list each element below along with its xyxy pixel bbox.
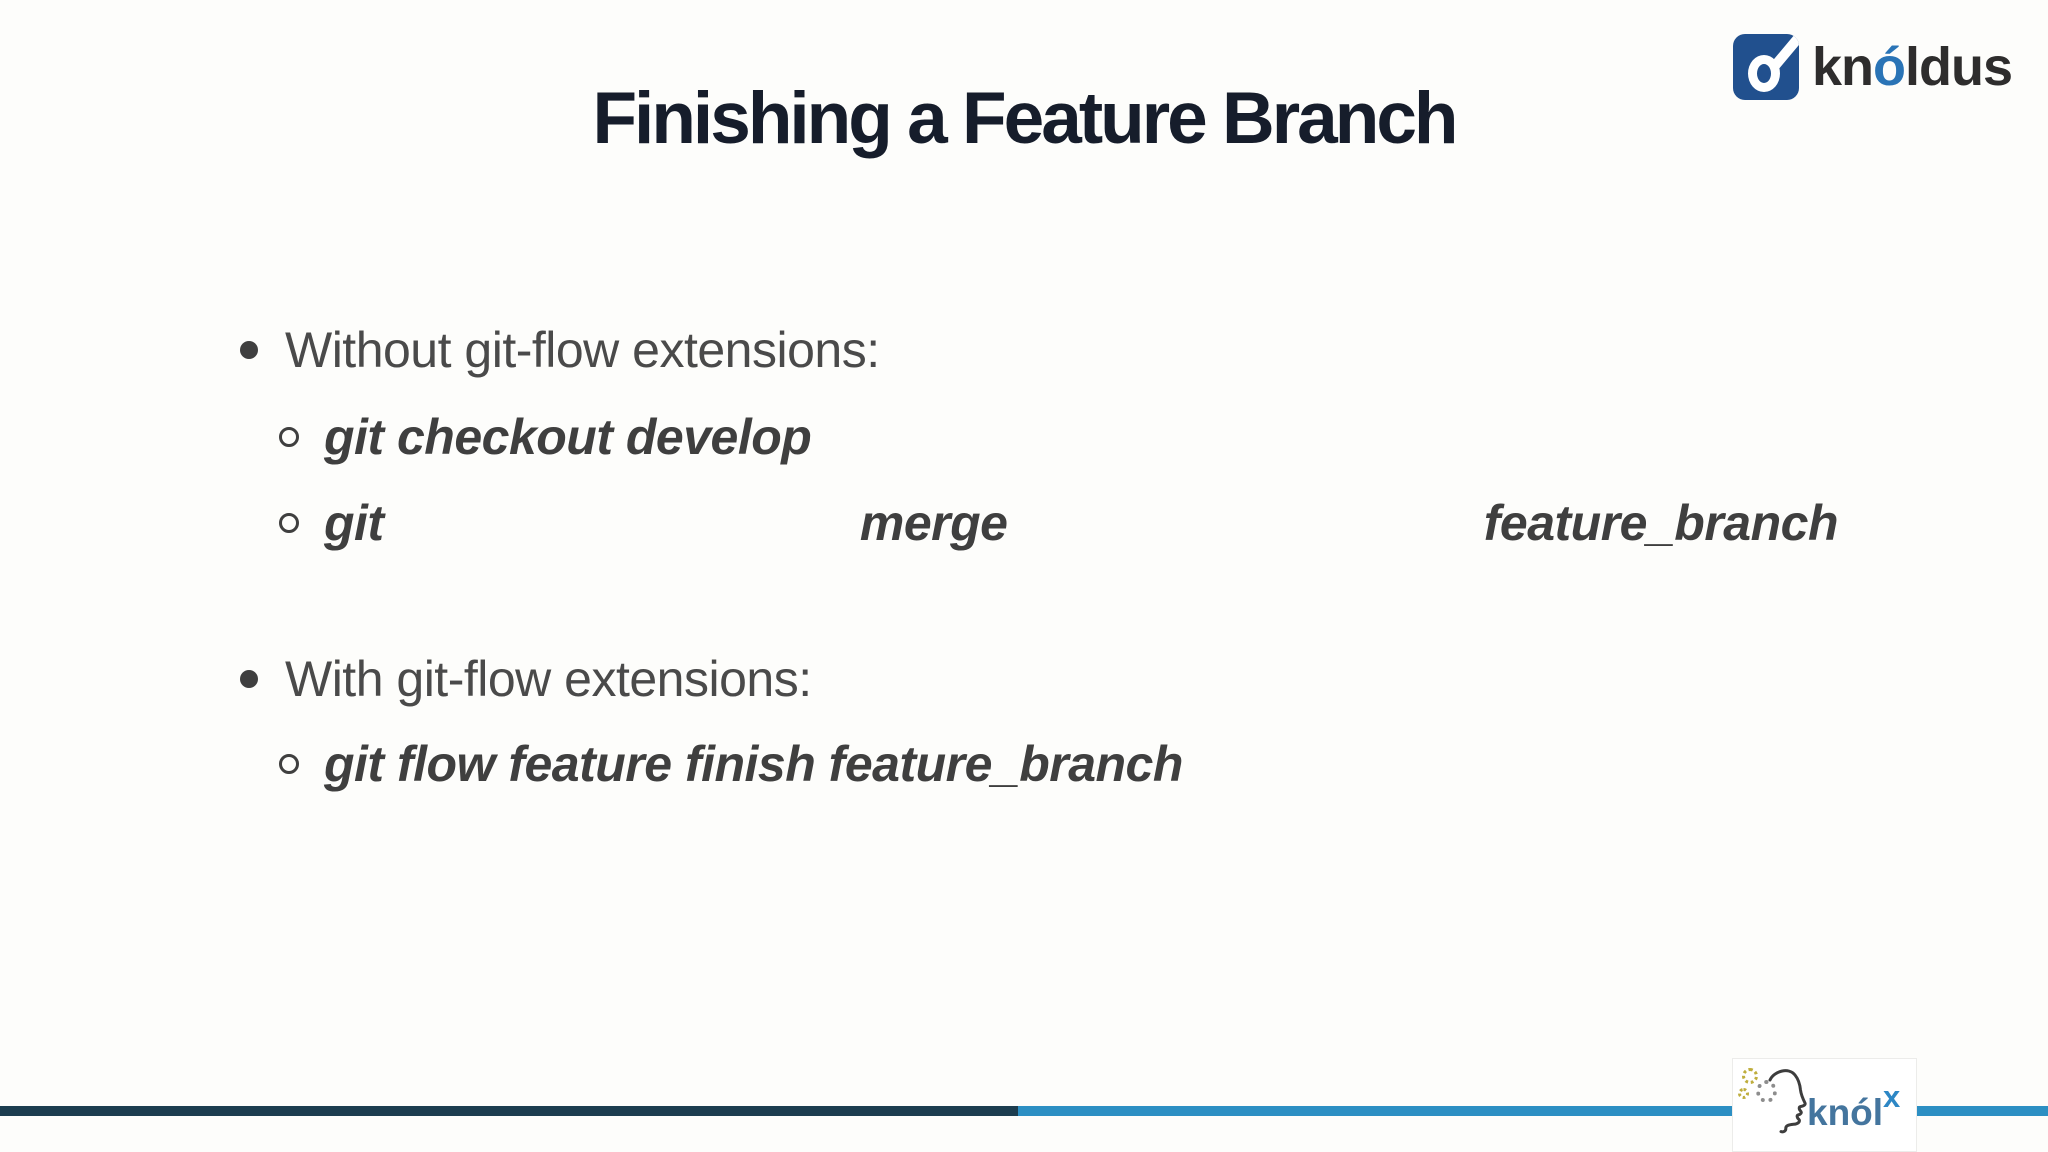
sub-bullet-circle-icon [279,427,299,447]
bullet-dot-icon [240,341,258,359]
footer-bar-dark [0,1106,1018,1116]
knoldus-wordmark: knóldus [1812,34,2013,100]
knoldus-logo-icon [1733,34,1799,100]
bullet-text: With git-flow extensions: [285,651,812,707]
justified-command-line: git merge feature_branch [324,480,1839,566]
sub-bullet-git-checkout: git checkout develop [0,394,2048,480]
sub-bullet-git-merge: git merge feature_branch [0,480,2048,566]
sub-bullet-git-flow-finish: git flow feature finish feature_branch [0,721,2048,807]
command-word-git: git [324,495,384,551]
sub-bullet-text: git checkout develop [324,409,812,465]
bullet-item-without-gitflow: Without git-flow extensions: [0,307,2048,393]
command-word-merge: merge [859,495,1008,551]
sub-bullet-text: git flow feature finish feature_branch [324,736,1183,792]
command-word-feature-branch: feature_branch [1483,495,1839,551]
gear-dotted-circle-icon [1738,1088,1749,1099]
knolx-wordmark: knól [1807,1092,1884,1133]
sub-bullet-circle-icon [279,513,299,533]
knoldus-o-ring-icon [1748,55,1780,92]
sub-bullet-circle-icon [279,754,299,774]
knolx-superscript-x: x [1883,1079,1901,1114]
knoldus-wordmark-suffix: ldus [1905,37,2013,97]
slide-title: Finishing a Feature Branch [592,78,1458,159]
head-profile-icon [1768,1069,1807,1134]
knoldus-logo: knóldus [1733,34,2013,100]
bullet-item-with-gitflow: With git-flow extensions: [0,636,2048,722]
footer-bar-blue [1018,1106,2048,1116]
knolx-logo: knól x [1732,1058,1917,1152]
knoldus-wordmark-prefix: kn [1812,37,1874,97]
knoldus-wordmark-accent: ó [1873,37,1906,97]
knoldus-accent-slash-icon [1769,34,1799,72]
bullet-text: Without git-flow extensions: [285,322,880,378]
bullet-dot-icon [240,670,258,688]
gear-dotted-circle-icon [1742,1068,1758,1084]
gear-dotted-circle-icon [1756,1080,1777,1103]
